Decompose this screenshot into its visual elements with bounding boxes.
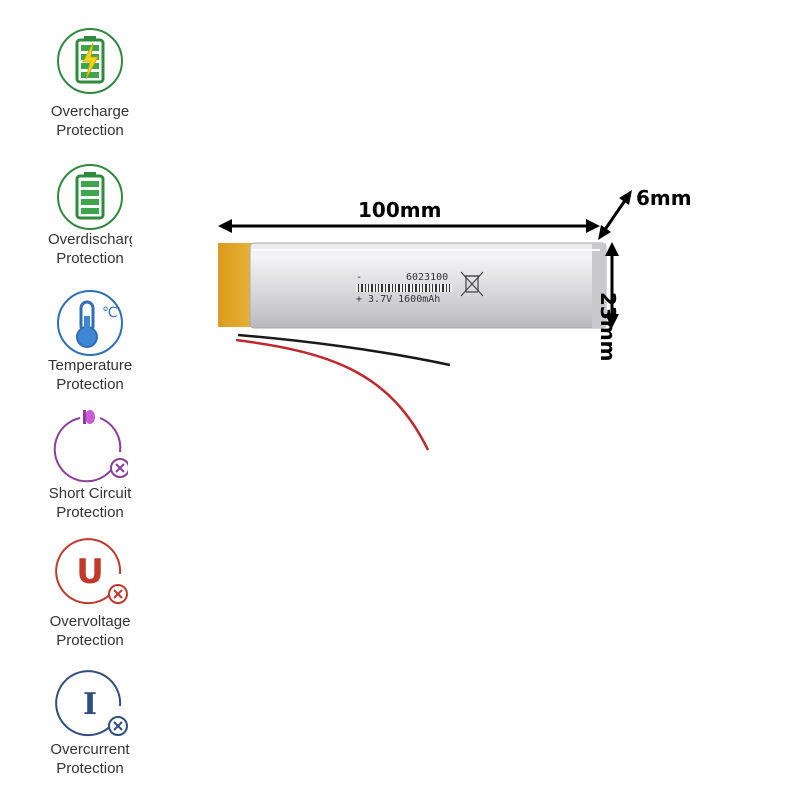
feature-label: Overcurrent Protection (20, 740, 160, 778)
feature-title: Overcurrent (50, 741, 130, 758)
feature-temperature: ℃ Temperature Protection (20, 290, 160, 410)
product-stage: - 6023100 + 3.7V 1600mAh (180, 0, 800, 800)
red-wire (235, 338, 430, 451)
voltage-u-icon: U (55, 538, 128, 605)
battery-illustration: - 6023100 + 3.7V 1600mAh (218, 190, 632, 451)
feature-subtitle: Protection (56, 504, 124, 521)
recycle-bin-crossed-icon (460, 271, 484, 297)
feature-label: Overvoltage Protection (20, 612, 160, 650)
minus-marker: - (356, 272, 362, 283)
current-i-icon: I (55, 670, 128, 737)
barcode (356, 284, 452, 292)
celsius-unit: ℃ (102, 305, 118, 321)
feature-subtitle: Protection (56, 376, 124, 393)
short-circuit-icon (53, 410, 128, 483)
feature-label: Short Circuit Protection (20, 484, 160, 522)
width-dimension-arrow (605, 242, 619, 328)
feature-title: Temperature (48, 357, 132, 374)
width-label: 23mm (596, 292, 620, 362)
current-glyph: I (83, 687, 97, 722)
length-dimension-arrow (218, 219, 600, 233)
length-label: 100mm (358, 198, 442, 222)
thickness-label: 6mm (636, 186, 692, 210)
feature-label: Overdischarge Protection (20, 230, 160, 268)
feature-title: Overcharge (50, 103, 130, 120)
black-wire (237, 333, 451, 367)
feature-subtitle: Protection (56, 760, 124, 777)
model-number: 6023100 (406, 272, 448, 283)
battery-charging-icon (57, 28, 123, 94)
feature-label: Temperature Protection (20, 356, 160, 394)
feature-title: Overvoltage (49, 613, 131, 630)
feature-subtitle: Protection (56, 632, 124, 649)
feature-short-circuit: Short Circuit Protection (20, 408, 160, 528)
feature-sidebar: Overcharge Protection Overdischarge Prot… (0, 0, 180, 800)
feature-overcurrent: I Overcurrent Protection (20, 668, 160, 788)
feature-title: Overdischarge (48, 231, 132, 248)
feature-overdischarge: Overdischarge Protection (20, 164, 160, 284)
feature-subtitle: Protection (56, 250, 124, 267)
feature-label: Overcharge Protection (20, 102, 160, 140)
feature-title: Short Circuit (48, 485, 132, 502)
feature-overvoltage: U Overvoltage Protection (20, 536, 160, 656)
feature-subtitle: Protection (56, 122, 124, 139)
feature-overcharge: Overcharge Protection (20, 28, 160, 148)
battery-full-icon (57, 164, 123, 230)
thickness-dimension-arrow (598, 190, 632, 240)
thermometer-icon: ℃ (57, 290, 123, 356)
voltage-capacity: + 3.7V 1600mAh (356, 294, 440, 305)
voltage-glyph: U (76, 552, 104, 592)
